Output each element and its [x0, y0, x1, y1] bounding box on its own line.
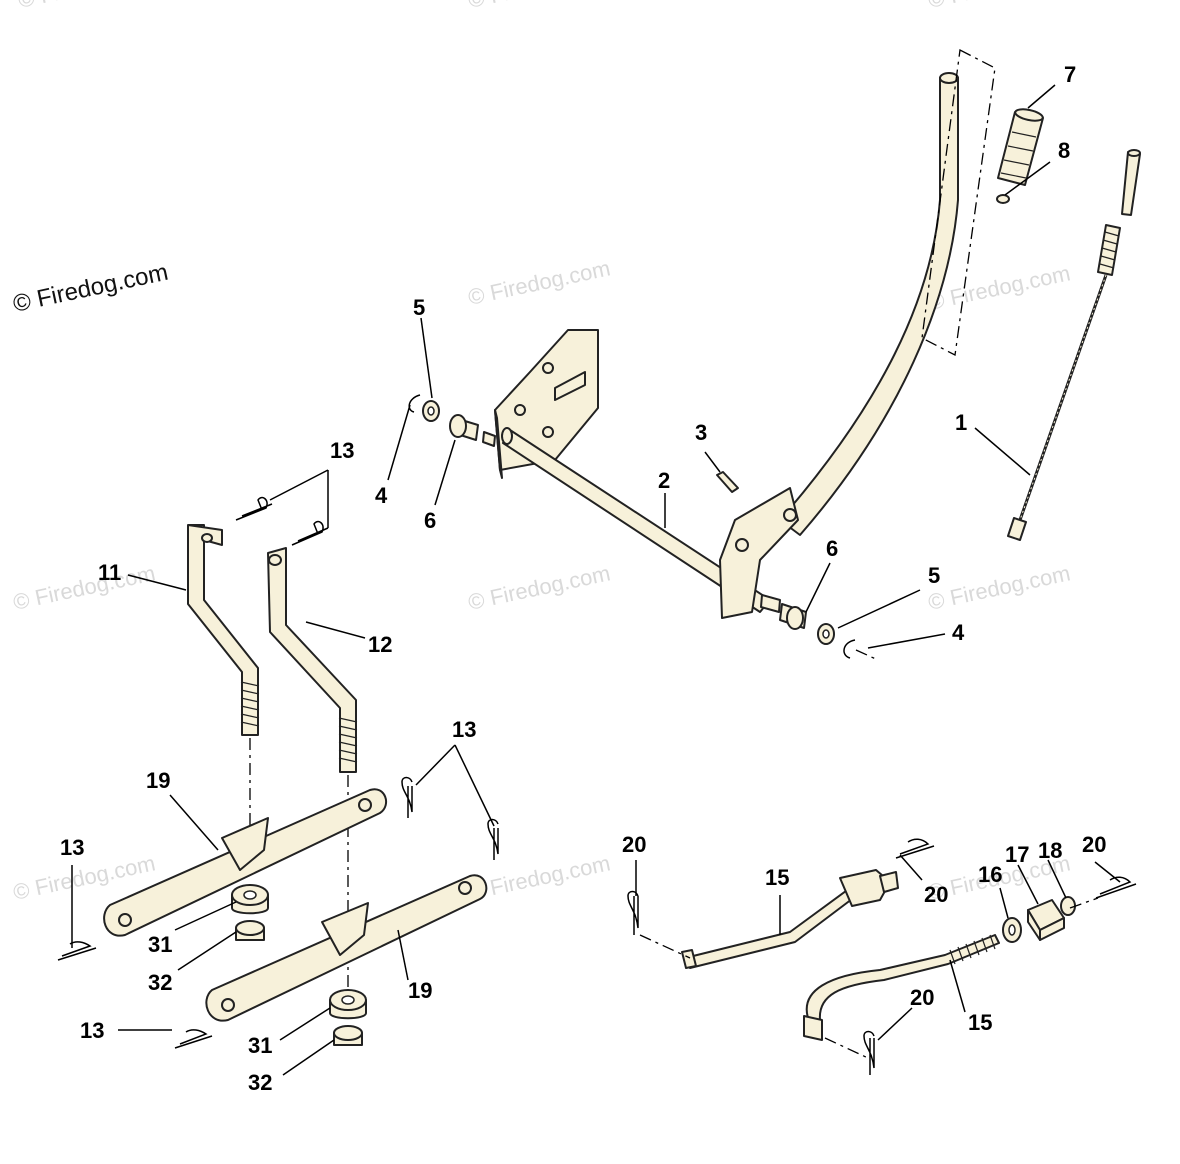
hair-pin	[863, 1030, 875, 1075]
watermark: © Firedog.com	[466, 560, 613, 615]
pin-18	[1060, 896, 1076, 916]
centerline	[639, 934, 691, 959]
left-shaft-hardware	[408, 394, 496, 447]
callout-7: 7	[1064, 62, 1076, 87]
grip-alignment-box	[921, 48, 996, 356]
hair-pin	[291, 520, 329, 546]
nut-32-lower	[333, 1025, 363, 1046]
callout-19: 19	[408, 978, 432, 1003]
lift-link-12	[267, 547, 358, 773]
callout-19: 19	[146, 768, 170, 793]
hair-pin	[401, 776, 413, 818]
callout-20: 20	[924, 882, 948, 907]
adjust-rod-upper	[681, 869, 899, 969]
lift-link-11	[187, 524, 260, 736]
callout-labels: 7 8 1 5 3 2 4 6 13 11 12 6 5 4 13 19 13 …	[60, 62, 1106, 1095]
hair-pin	[627, 890, 639, 935]
callout-15: 15	[968, 1010, 992, 1035]
lift-arm-lower	[205, 874, 488, 1022]
callout-13: 13	[80, 1018, 104, 1043]
watermark: © Firedog.com	[466, 850, 613, 905]
watermark: © Firedog.com	[466, 0, 613, 13]
hair-pin	[235, 496, 273, 521]
hair-pin	[174, 1029, 213, 1049]
lift-lever-handle	[779, 72, 959, 536]
watermark-main: © Firedog.com	[11, 259, 171, 318]
callout-18: 18	[1038, 838, 1062, 863]
watermark: © Firedog.com	[11, 560, 158, 615]
watermark: © Firedog.com	[926, 0, 1073, 13]
callout-13: 13	[330, 438, 354, 463]
callout-31: 31	[248, 1033, 272, 1058]
lift-arm-upper	[103, 788, 388, 937]
centerline	[1069, 897, 1099, 909]
callout-4: 4	[952, 620, 965, 645]
callout-8: 8	[1058, 138, 1070, 163]
spacer-31-upper	[231, 884, 269, 915]
callout-17: 17	[1005, 842, 1029, 867]
jam-nut-16	[1002, 917, 1022, 943]
callout-4: 4	[375, 483, 388, 508]
hair-pin	[57, 941, 97, 961]
callout-32: 32	[248, 1070, 272, 1095]
callout-15: 15	[765, 865, 789, 890]
watermark: © Firedog.com	[926, 560, 1073, 615]
lever-nut	[996, 194, 1010, 204]
cross-shaft	[501, 427, 771, 613]
lever-bracket	[719, 487, 799, 619]
callout-12: 12	[368, 632, 392, 657]
callout-31: 31	[148, 932, 172, 957]
right-shaft-hardware	[760, 594, 879, 661]
centerline	[824, 1037, 869, 1059]
callout-11: 11	[98, 560, 121, 585]
hair-pin	[895, 838, 935, 859]
callout-20: 20	[910, 985, 934, 1010]
spring-rod-assembly	[1007, 149, 1141, 541]
leader-lines	[71, 84, 1121, 1076]
watermark: © Firedog.com	[466, 255, 613, 310]
callout-16: 16	[978, 862, 1002, 887]
callout-2: 2	[658, 468, 670, 493]
callout-20: 20	[622, 832, 646, 857]
watermark: © Firedog.com	[926, 260, 1073, 315]
callout-13: 13	[60, 835, 84, 860]
handle-grip	[997, 108, 1044, 186]
callout-13: 13	[452, 717, 476, 742]
watermark: © Firedog.com	[16, 0, 163, 13]
callout-3: 3	[695, 420, 707, 445]
hair-pin	[1095, 876, 1137, 899]
callout-5: 5	[413, 295, 425, 320]
hair-pin	[487, 818, 499, 860]
callout-1: 1	[955, 410, 967, 435]
callout-6: 6	[424, 508, 436, 533]
adjust-rod-lower	[803, 934, 1000, 1041]
nut-32-upper	[235, 920, 265, 941]
roll-pin	[716, 471, 739, 493]
callout-5: 5	[928, 563, 940, 588]
callout-32: 32	[148, 970, 172, 995]
callout-20: 20	[1082, 832, 1106, 857]
callout-6: 6	[826, 536, 838, 561]
adjust-block-17	[1027, 899, 1065, 941]
spacer-31-lower	[329, 989, 367, 1020]
